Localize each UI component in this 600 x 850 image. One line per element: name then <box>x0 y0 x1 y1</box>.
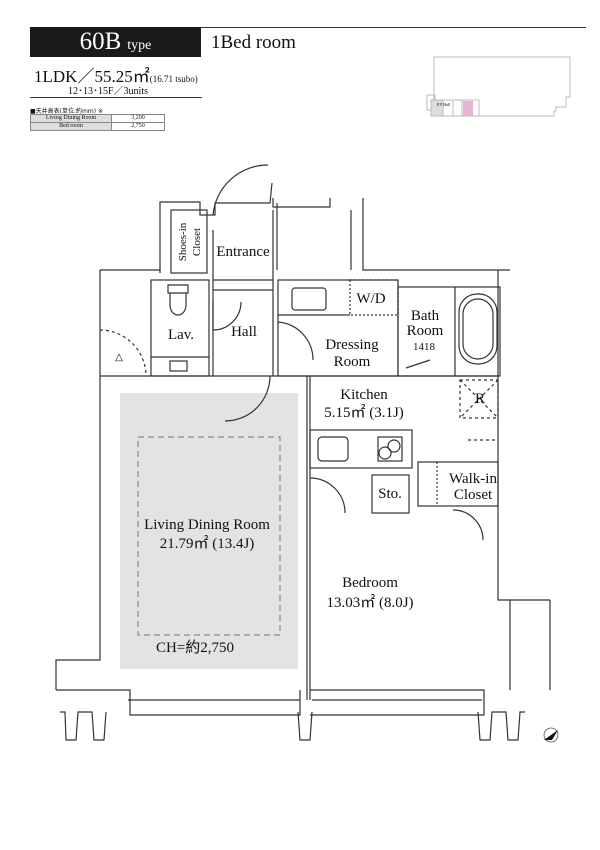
label-refrigerator: R <box>475 391 485 407</box>
label-entrance: Entrance <box>216 244 270 260</box>
floors-units: 12･13･15F／3units <box>68 86 149 97</box>
label-bedroom: Bedroom <box>342 575 398 591</box>
value-cell: 2,750 <box>111 122 165 131</box>
area-value: 1LDK／55.25㎡ <box>34 67 150 86</box>
label-walkin-closet: Closet <box>454 487 493 503</box>
area-line: 1LDK／55.25㎡(16.71 tsubo) <box>34 62 198 87</box>
label-closet: Closet <box>191 228 203 256</box>
label-bath-room: Room <box>407 323 444 339</box>
compass-icon <box>543 727 559 743</box>
triangle-icon: △ <box>115 352 123 363</box>
label-bath-size: 1418 <box>413 341 436 353</box>
ceiling-dashed-area <box>137 436 281 636</box>
label-walkin: Walk-in <box>449 471 497 487</box>
ev-hall-label: EV Hall <box>437 102 451 107</box>
header-rule <box>200 27 586 28</box>
unit-highlight <box>463 101 473 116</box>
label-dressing-room: Room <box>334 354 371 370</box>
label-kitchen: Kitchen <box>340 387 388 403</box>
walls <box>55 164 551 741</box>
type-badge: 60B type <box>30 27 201 57</box>
label-dressing: Dressing <box>325 337 379 353</box>
label-shoes-in: Shoes-in <box>177 222 189 261</box>
type-suffix: type <box>127 38 152 53</box>
divider <box>30 97 202 98</box>
label-ceiling-note: CH=約2,750 <box>156 639 234 656</box>
ceiling-table-title: ■天井高表(単位:約mm) ※ <box>30 108 103 115</box>
label-hall: Hall <box>231 324 257 340</box>
label-ldr: Living Dining Room <box>144 517 270 533</box>
label-storage: Sto. <box>378 486 402 502</box>
label-lav: Lav. <box>168 327 194 343</box>
label-bath: Bath <box>411 308 440 324</box>
tsubo-value: (16.71 tsubo) <box>149 74 198 84</box>
label-bedroom-area: 13.03㎡ (8.0J) <box>326 594 413 611</box>
label-wd: W/D <box>356 291 385 307</box>
type-code: 60B <box>79 28 122 55</box>
label-kitchen-area: 5.15㎡ (3.1J) <box>324 404 404 421</box>
label-ldr-area: 21.79㎡ (13.4J) <box>160 535 255 552</box>
ldr-shade <box>120 393 298 669</box>
room-type: 1Bed room <box>211 32 296 53</box>
